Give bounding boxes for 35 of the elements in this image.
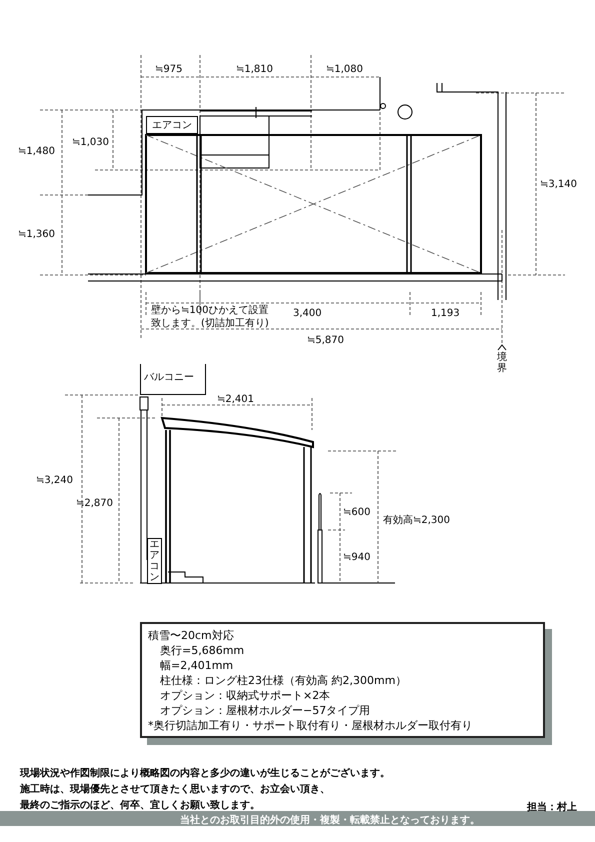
dimension-label: ≒5,870 xyxy=(307,334,344,348)
dimension-label: ≒3,140 xyxy=(540,178,578,192)
copyright-text: 当社とのお取引目的外の使用・複製・転載禁止となっております。 xyxy=(180,814,480,828)
aircon-unit-box xyxy=(146,116,198,134)
dimension-label: ≒1,480 xyxy=(18,145,56,159)
dimension-label: ≒3,240 xyxy=(36,474,74,488)
dimension-label: 有効高≒2,300 xyxy=(383,514,450,528)
spec-line: オプション：屋根材ホルダー−57タイプ用 xyxy=(159,703,372,718)
install-note: 壁から≒100ひかえて設置致します。(切詰加工有り) xyxy=(151,304,269,330)
dimension-label: ≒975 xyxy=(155,63,182,77)
note-text: 施工時は、現場優先とさせて頂きたく思いますので、お立会い頂き、 xyxy=(20,782,330,797)
dimension-label: ≒1,080 xyxy=(326,63,364,77)
dimension-label: 3,400 xyxy=(293,307,322,321)
dimension-label: ≒2,401 xyxy=(217,393,254,407)
dimension-label: 1,193 xyxy=(431,307,460,321)
unit-label: エアコン xyxy=(152,118,192,132)
dimension-label: ≒2,870 xyxy=(76,497,114,511)
spec-heading: 積雪〜20cm対応 xyxy=(148,628,235,643)
note-text: 現場状況や作図制限により概略図の内容と多少の違いが生じることがございます。 xyxy=(20,766,390,781)
dimension-label: ≒1,810 xyxy=(236,63,274,77)
unit-label: バルコニー xyxy=(144,371,195,385)
note-text: 最終のご指示のほど、何卒、宜しくお願い致します。 xyxy=(20,798,260,813)
spec-line: 柱仕様：ロング柱23仕様（有効高 約2,300mm） xyxy=(159,673,408,688)
boundary-label: 境界 xyxy=(497,352,507,374)
dimension-label: ≒600 xyxy=(343,506,370,520)
dimension-label: ≒1,360 xyxy=(18,228,56,242)
spec-line: *奥行切詰加工有り・サポート取付有り・屋根材ホルダー取付有り xyxy=(148,718,474,733)
spec-line: オプション：収納式サポート×2本 xyxy=(159,688,332,703)
dimension-label: ≒940 xyxy=(343,551,370,565)
dimension-label: ≒1,030 xyxy=(72,136,110,150)
staff-text: 担当：村上 xyxy=(527,800,577,815)
spec-line: 奥行=5,686mm xyxy=(159,643,246,658)
spec-line: 幅=2,401mm xyxy=(159,658,234,673)
balcony-outline xyxy=(140,364,206,395)
unit-label: エアコン xyxy=(150,539,160,583)
